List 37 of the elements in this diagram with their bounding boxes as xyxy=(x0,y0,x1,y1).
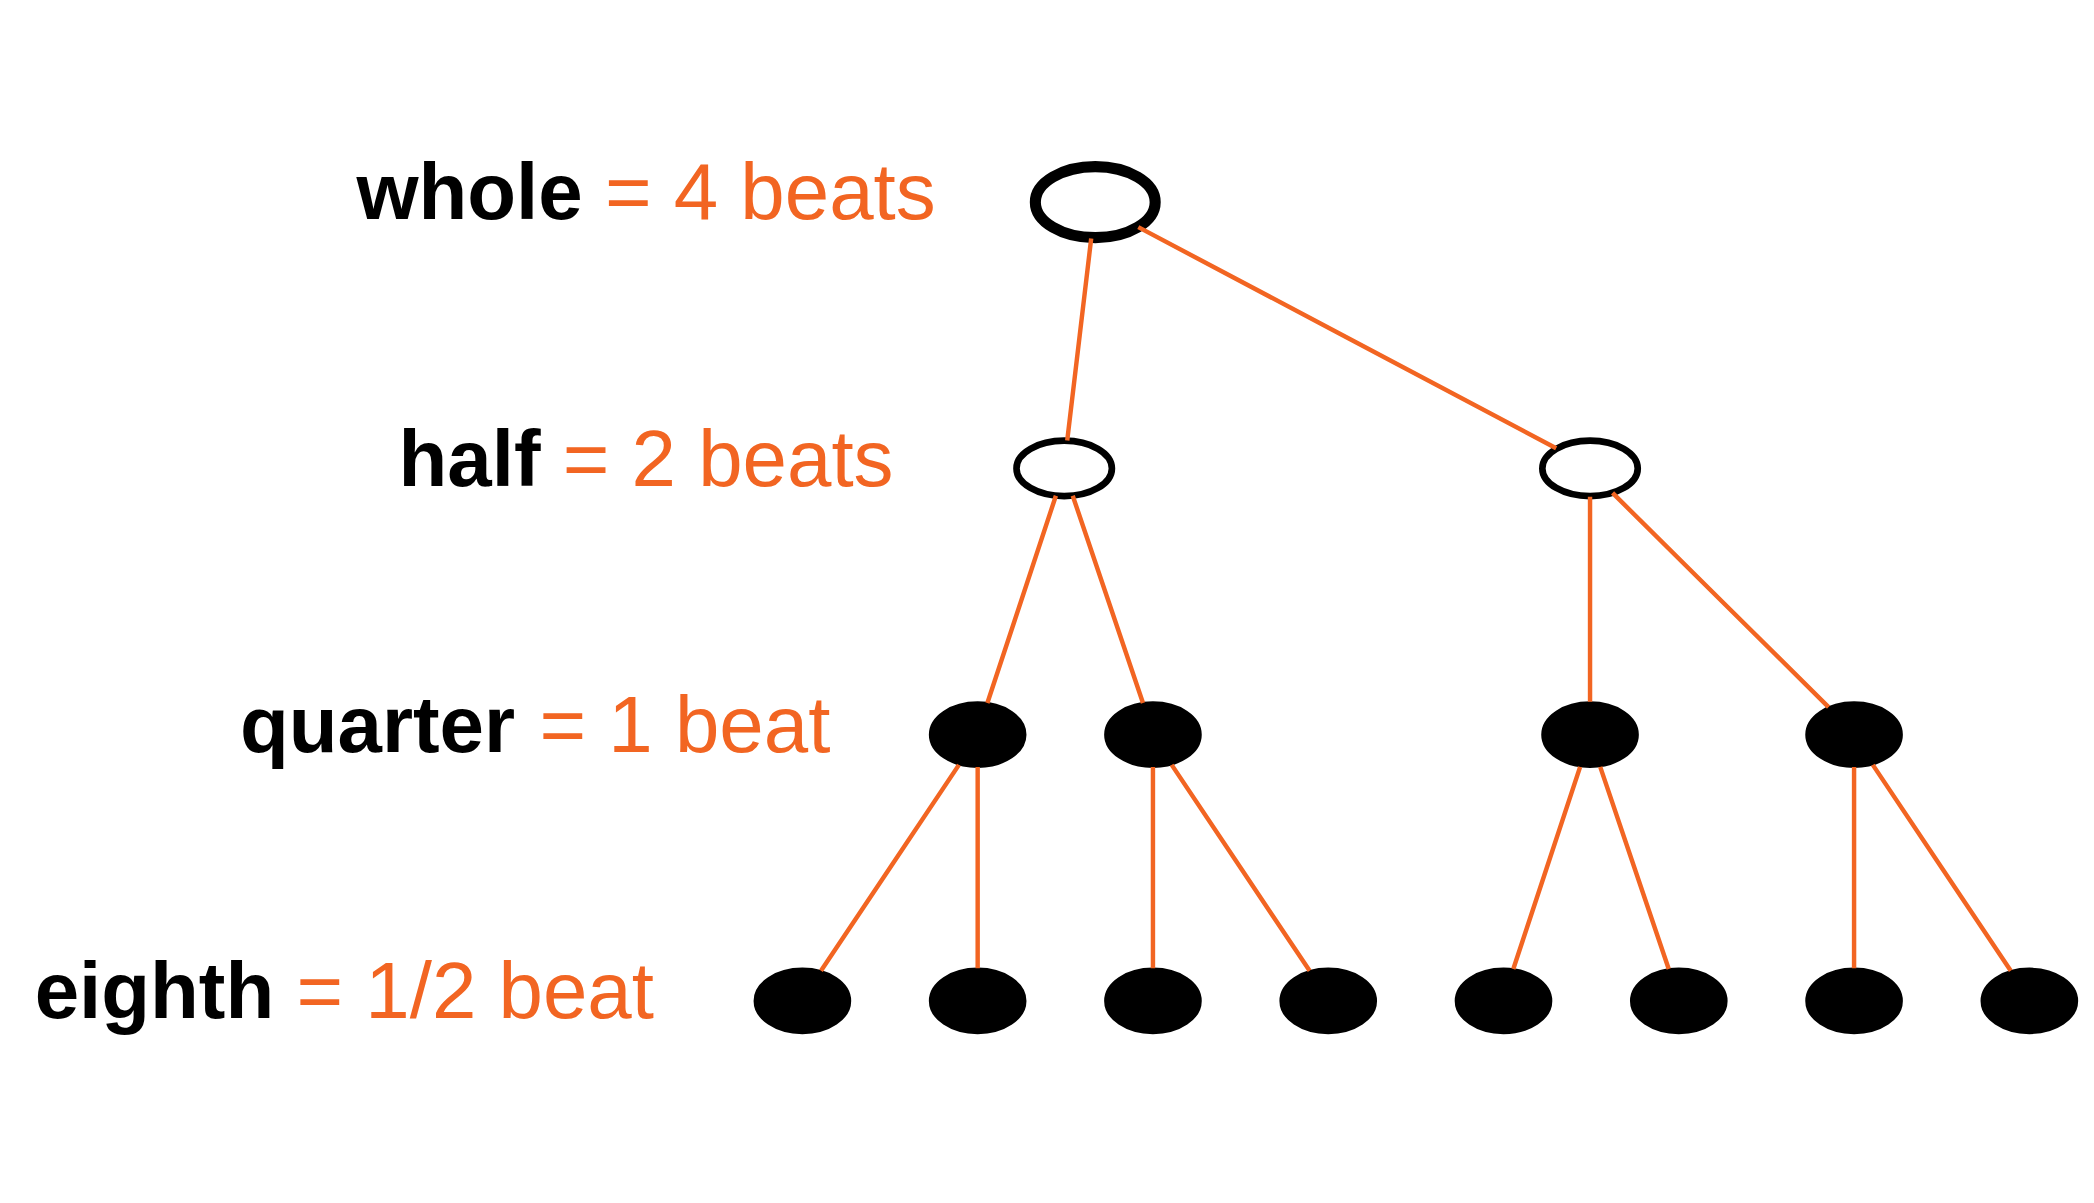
connector xyxy=(1137,225,1558,451)
connector xyxy=(1611,491,1831,709)
node-note xyxy=(1013,437,1116,500)
node-note xyxy=(928,967,1027,1035)
connector xyxy=(975,766,980,969)
label: half xyxy=(398,413,541,503)
label: quarter xyxy=(239,679,516,769)
connector xyxy=(1851,766,1857,969)
connector xyxy=(1150,766,1156,969)
node-note xyxy=(1029,161,1161,244)
node-note xyxy=(1630,967,1728,1035)
label: eighth xyxy=(34,946,275,1036)
connector xyxy=(819,763,961,973)
node-note xyxy=(1104,701,1202,768)
connector xyxy=(1065,238,1094,441)
node-note xyxy=(1980,967,2079,1035)
node-note xyxy=(1805,701,1903,768)
label: = 1/2 beat xyxy=(296,946,654,1036)
label: = 4 beats xyxy=(604,147,936,237)
connector xyxy=(985,495,1058,704)
label: whole xyxy=(356,147,583,237)
node-note xyxy=(1279,967,1378,1035)
node-note xyxy=(1539,437,1642,500)
connector xyxy=(1870,763,2013,973)
connector xyxy=(1169,763,1312,973)
label: = 2 beats xyxy=(562,413,894,503)
node-note xyxy=(1454,967,1553,1035)
node-note xyxy=(1805,967,1903,1035)
connector xyxy=(1598,766,1671,970)
connector xyxy=(1070,494,1146,704)
node-note xyxy=(928,701,1027,768)
connector xyxy=(1511,766,1583,970)
node-note xyxy=(753,967,852,1035)
node-note xyxy=(1104,967,1202,1035)
connector xyxy=(1587,496,1593,702)
label: = 1 beat xyxy=(539,679,831,769)
node-note xyxy=(1541,701,1639,768)
